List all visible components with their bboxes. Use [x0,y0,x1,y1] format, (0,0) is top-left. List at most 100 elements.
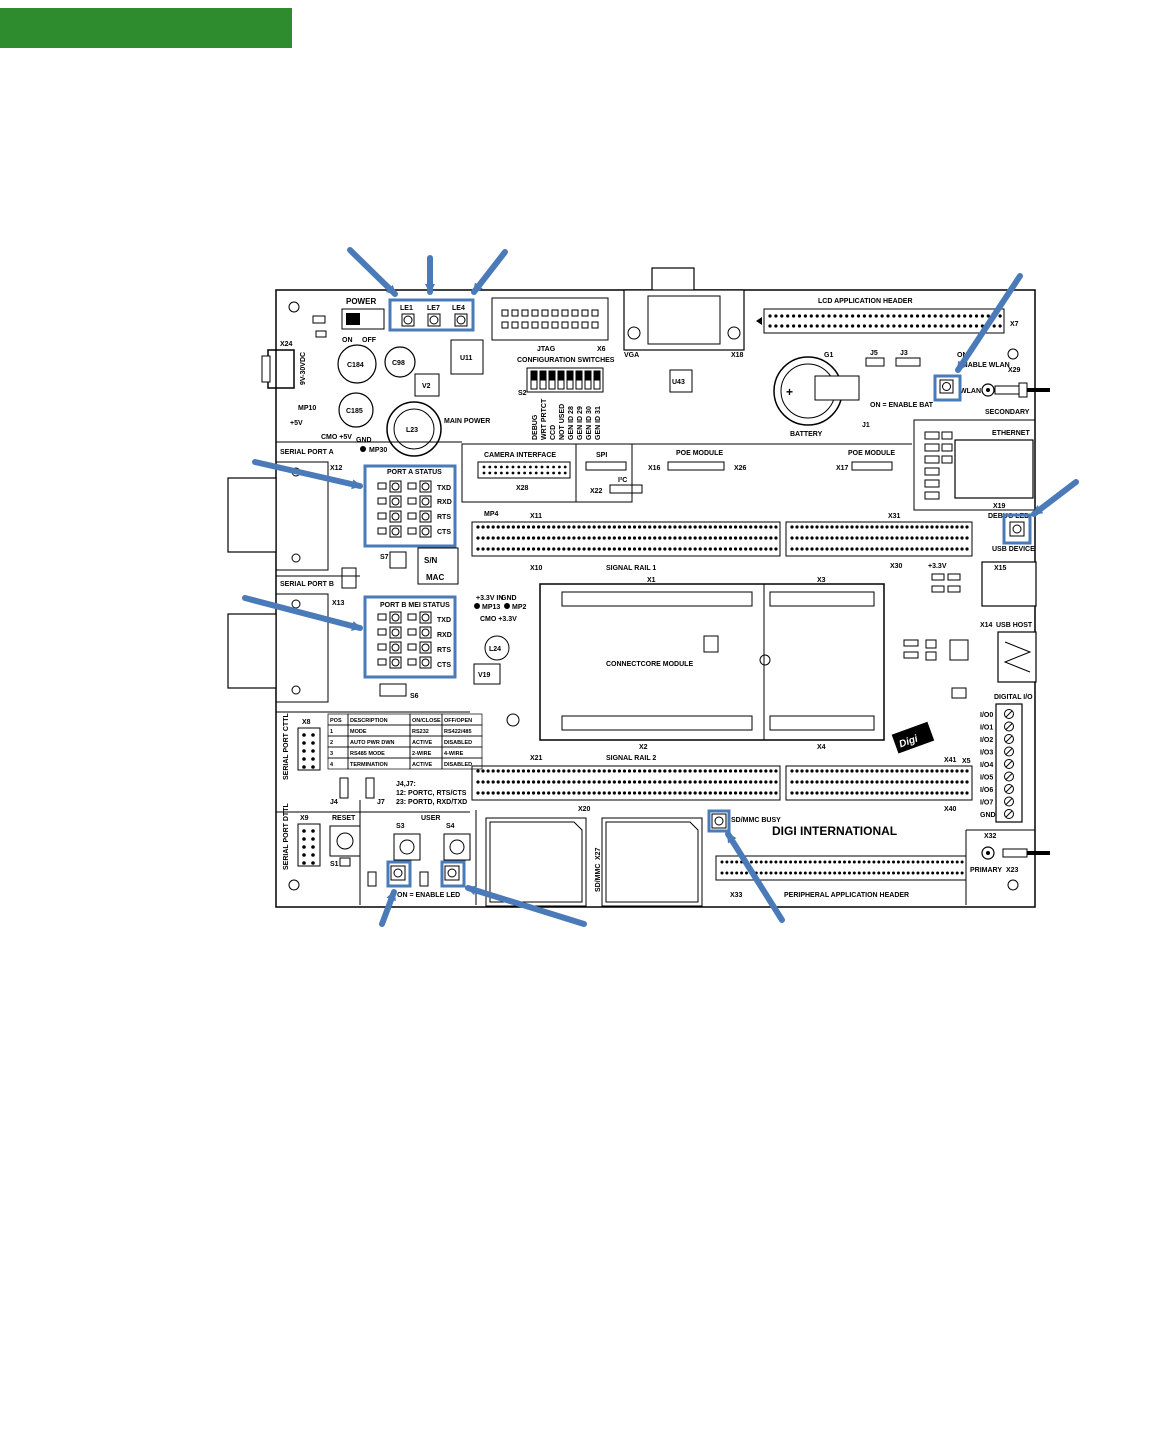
pin [925,791,929,795]
svg-text:S4: S4 [446,823,455,830]
status-led [389,656,402,669]
pin [713,780,717,784]
table-cell-text: AUTO PWR DWN [350,740,395,746]
pin [795,547,799,551]
pin [886,314,890,318]
io-label: I/O2 [980,737,993,744]
pin [945,547,949,551]
pin [311,733,315,737]
pin [845,780,849,784]
pin [563,465,567,469]
pin [540,465,544,469]
pin [825,525,829,529]
pin [698,769,702,773]
config-dip-switch[interactable] [526,367,604,393]
pin [534,465,538,469]
pin [870,791,874,795]
pin [774,536,778,540]
pin [476,791,480,795]
pin [648,791,652,795]
sd-mmc-label: SD/MMC [595,864,602,892]
pin [683,547,687,551]
pin [921,871,925,875]
pin [825,769,829,773]
terminal-slot [1005,810,1013,818]
pin [563,471,567,475]
dip-lever [585,371,591,381]
pin [935,791,939,795]
svg-text:U43: U43 [672,379,685,386]
pin [840,547,844,551]
pin [728,536,733,540]
pin [678,525,682,529]
config-col-label: CCD [550,425,557,440]
pin [592,547,596,551]
pin [886,324,890,328]
pin [820,525,824,529]
svg-text:12: PORTC, RTS/CTS: 12: PORTC, RTS/CTS [396,790,467,797]
usb-host-label: USB HOST [996,622,1033,629]
pin [815,536,819,540]
pin [950,525,954,529]
pin [749,525,753,529]
config-col-label: WRT PRTCT [541,398,548,440]
pin [534,471,538,475]
pin [673,536,677,540]
svg-text:X7: X7 [1010,321,1019,328]
pin [803,860,807,864]
pin [592,536,596,540]
pin [892,860,895,864]
enable-bat-label: ON = ENABLE BAT [870,402,934,409]
jtag-pin [581,309,589,317]
serial-port-dttl-label: SERIAL PORT DTTL [283,803,290,870]
user-button-s3[interactable] [393,833,421,861]
enable-wlan-label: ENABLE WLAN [958,362,1010,369]
terminal-screw [1004,734,1014,744]
x24-ref: X24 [280,341,293,348]
pin [951,324,955,328]
pin [638,547,642,551]
pin [945,769,949,773]
pin [693,525,697,529]
config-col-label: GEN ID 30 [586,406,593,440]
pin [890,536,894,540]
svg-text:C184: C184 [347,362,364,369]
power-switch[interactable] [341,308,385,330]
user-label: USER [421,815,440,822]
pin [547,780,551,784]
s6-dip-switch[interactable] [379,683,407,697]
highlight-port-b [363,595,457,679]
pin [810,525,814,529]
table-cell-text: ACTIVE [412,762,433,768]
pin [728,780,733,784]
pin [643,780,647,784]
pin [764,769,768,773]
pin [673,791,677,795]
pin [607,769,611,773]
svg-text:S1: S1 [330,861,339,868]
ethernet-block [913,419,1036,511]
pin [963,324,967,328]
svg-text:CMO +3.3V: CMO +3.3V [480,616,517,623]
pin [774,860,778,864]
pin [915,536,919,540]
pin [833,860,837,864]
svg-text:+3.3V IN: +3.3V IN [476,595,503,602]
cap-c184 [337,344,377,384]
user-button-s4[interactable] [443,833,471,861]
pin [678,791,682,795]
status-led [419,525,432,538]
pin [930,780,934,784]
pin [481,769,485,773]
pin [759,525,763,529]
pin [602,791,606,795]
pin [526,547,531,551]
pin [769,525,773,529]
pin [683,536,687,540]
pin [940,769,944,773]
pin [880,791,884,795]
pin [856,314,861,318]
pin [557,525,561,529]
pin [311,845,315,849]
